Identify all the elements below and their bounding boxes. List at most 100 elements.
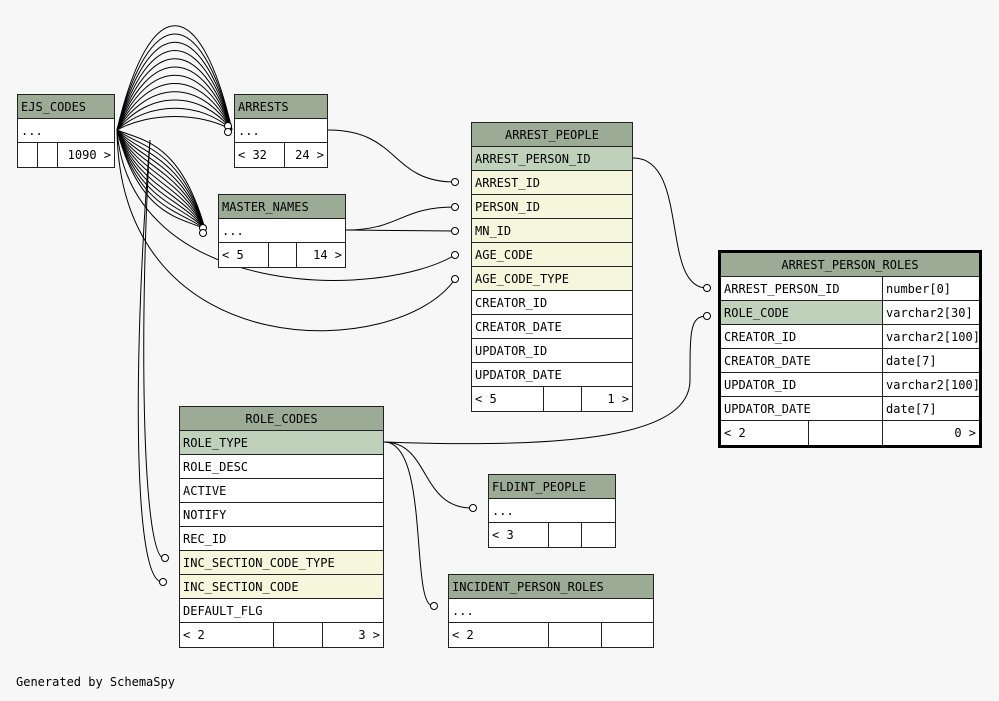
column-notify: NOTIFY xyxy=(183,508,227,522)
relationship-endpoint-marker xyxy=(451,227,459,235)
stat-parents: < 2 xyxy=(721,421,809,445)
edge-ejs-age-code xyxy=(116,129,456,281)
stat-columns xyxy=(274,623,323,647)
column-default-flg: DEFAULT_FLG xyxy=(183,604,263,618)
column-creator-date: CREATOR_DATE xyxy=(475,320,562,334)
edge-ejs-inc-section-code-type xyxy=(143,139,166,560)
stat-columns xyxy=(544,387,582,411)
relationship-endpoint-marker xyxy=(430,602,438,610)
column-creator-id: CREATOR_ID xyxy=(475,296,548,310)
relationship-endpoint-marker xyxy=(159,578,167,586)
column-ellipsis: ... xyxy=(238,124,260,138)
edge-ejs-arrests xyxy=(116,41,233,131)
stat-children: 1 > xyxy=(607,392,629,406)
column-arrest-person-id: ARREST_PERSON_ID xyxy=(475,152,591,166)
relationship-endpoint-marker xyxy=(199,229,207,237)
column-ellipsis: ... xyxy=(492,504,514,518)
column-updator-date: UPDATOR_DATE xyxy=(721,397,883,420)
relationship-endpoint-marker xyxy=(451,275,459,283)
table-title: FLDINT_PEOPLE xyxy=(489,475,615,499)
relationship-endpoint-marker xyxy=(469,504,477,512)
edge-ejs-master-names xyxy=(116,129,206,230)
edge-ejs-master-names xyxy=(116,129,206,230)
table-ejs-codes[interactable]: EJS_CODES ... 1090 > xyxy=(17,94,115,168)
stat-children: 1090 > xyxy=(67,148,111,162)
edge-ejs-master-names xyxy=(116,129,206,230)
edge-ejs-master-names xyxy=(116,129,206,230)
column-updator-id: UPDATOR_ID xyxy=(721,373,883,396)
stat-parents: < 5 xyxy=(472,387,544,411)
stat-columns xyxy=(269,243,297,267)
edge-role-fldint xyxy=(383,441,473,509)
stat-columns xyxy=(38,143,58,167)
table-arrest-person-roles[interactable]: ARREST_PERSON_ROLES ARREST_PERSON_ID num… xyxy=(718,250,982,448)
stat-parents: < 32 xyxy=(235,143,285,167)
relationship-endpoint-marker xyxy=(703,284,711,292)
edge-role-incident xyxy=(383,441,434,607)
edge-ejs-arrests xyxy=(116,107,233,131)
table-title: ARREST_PEOPLE xyxy=(472,123,632,147)
edge-ejs-master-names xyxy=(116,129,206,230)
table-fldint-people[interactable]: FLDINT_PEOPLE ... < 3 xyxy=(488,474,616,548)
column-ellipsis: ... xyxy=(21,124,43,138)
column-creator-date: CREATOR_DATE xyxy=(721,349,883,372)
edge-ejs-master-names xyxy=(116,129,206,230)
edge-role-code xyxy=(383,315,708,445)
table-title: ROLE_CODES xyxy=(180,407,383,431)
stat-columns xyxy=(549,523,582,547)
table-arrests[interactable]: ARRESTS ... < 32 24 > xyxy=(234,94,328,168)
stat-parents xyxy=(18,143,38,167)
relationship-endpoint-marker xyxy=(451,203,459,211)
edge-arrest-person-id xyxy=(632,157,708,289)
stat-columns xyxy=(809,421,883,445)
stat-parents: < 3 xyxy=(489,523,549,547)
edge-ejs-arrests xyxy=(116,66,233,131)
table-incident-person-roles[interactable]: INCIDENT_PERSON_ROLES ... < 2 xyxy=(448,574,654,648)
edge-ejs-inc-section-code xyxy=(137,139,163,583)
edge-ejs-master-names xyxy=(116,129,206,230)
relationship-endpoint-marker xyxy=(161,554,169,562)
edge-ejs-master-names xyxy=(116,129,206,230)
column-active: ACTIVE xyxy=(183,484,227,498)
stat-parents: < 2 xyxy=(180,623,274,647)
table-title: INCIDENT_PERSON_ROLES xyxy=(449,575,653,599)
column-type: date[7] xyxy=(886,402,937,416)
relationship-endpoint-marker xyxy=(703,312,711,320)
stat-children: 14 > xyxy=(313,248,342,262)
edge-ejs-arrests xyxy=(116,74,233,131)
stat-children: 24 > xyxy=(295,148,324,162)
column-ellipsis: ... xyxy=(452,604,474,618)
column-age-code-type: AGE_CODE_TYPE xyxy=(475,272,569,286)
table-role-codes[interactable]: ROLE_CODES ROLE_TYPE ROLE_DESC ACTIVE NO… xyxy=(179,406,384,648)
relationship-endpoint-marker xyxy=(224,128,232,136)
edge-ejs-arrests xyxy=(116,99,233,131)
column-creator-id: CREATOR_ID xyxy=(721,325,883,348)
edge-arrests-arrest-people xyxy=(327,129,456,183)
stat-parents: < 5 xyxy=(219,243,269,267)
table-title: MASTER_NAMES xyxy=(219,195,345,219)
column-age-code: AGE_CODE xyxy=(475,248,533,262)
edge-ejs-master-names xyxy=(116,129,206,230)
relationship-endpoint-marker xyxy=(451,251,459,259)
stat-columns xyxy=(549,623,602,647)
stat-children xyxy=(602,623,653,647)
relationship-endpoint-marker xyxy=(451,178,459,186)
edge-master-names-person-id xyxy=(345,206,456,231)
column-role-code: ROLE_CODE xyxy=(721,301,883,324)
column-updator-date: UPDATOR_DATE xyxy=(475,368,562,382)
column-mn-id: MN_ID xyxy=(475,224,512,238)
stat-children xyxy=(582,523,615,547)
stat-children: 0 > xyxy=(954,426,976,440)
table-master-names[interactable]: MASTER_NAMES ... < 5 14 > xyxy=(218,194,346,268)
edge-ejs-arrests xyxy=(116,91,233,131)
column-role-desc: ROLE_DESC xyxy=(183,460,249,474)
edge-ejs-arrests xyxy=(116,116,233,131)
column-type: varchar2[100] xyxy=(886,378,979,392)
table-arrest-people[interactable]: ARREST_PEOPLE ARREST_PERSON_ID ARREST_ID… xyxy=(471,122,633,412)
edge-ejs-arrests xyxy=(116,33,233,131)
edge-ejs-arrests xyxy=(116,50,233,131)
table-title: ARREST_PERSON_ROLES xyxy=(721,253,979,277)
edge-ejs-arrests xyxy=(116,25,233,131)
table-title: EJS_CODES xyxy=(18,95,114,119)
